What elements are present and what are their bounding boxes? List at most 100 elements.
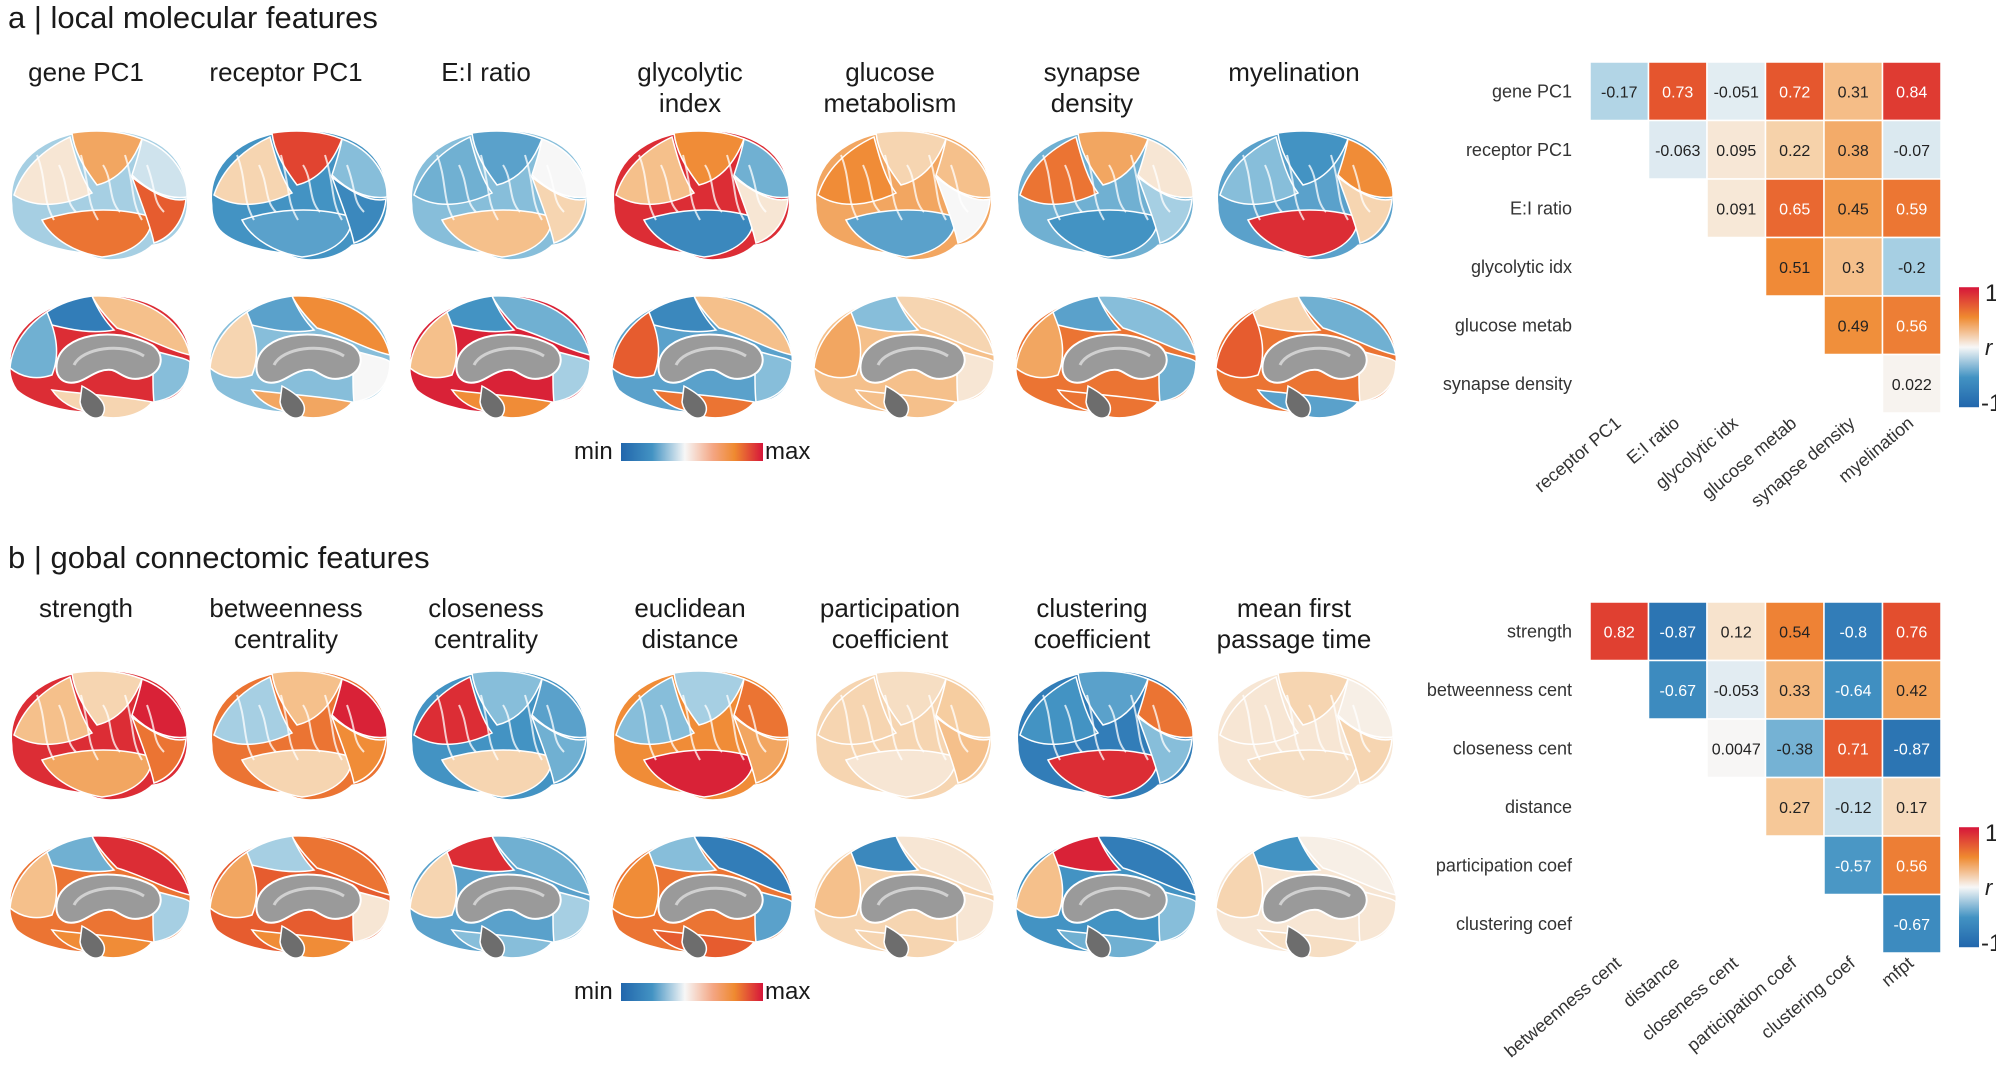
b-matrix-cell-value: 0.56	[1896, 858, 1927, 875]
b-matrix-cell	[1823, 776, 1884, 837]
b-matrix-row-label: participation coef	[1436, 855, 1573, 875]
b-matrix-cell-value: 0.76	[1896, 624, 1927, 641]
b-matrix-cell-value: -0.053	[1714, 683, 1759, 700]
feature-title-receptor-pc1: receptor PC1	[209, 57, 363, 87]
b-matrix-row-label: distance	[1505, 797, 1572, 817]
b-matrix-cell-value: -0.67	[1894, 917, 1931, 934]
a-matrix-cell	[1706, 61, 1767, 122]
b-matrix-colorbar	[1959, 827, 1979, 948]
b-matrix-colorbar-min: -1	[1981, 930, 1996, 957]
a-matrix-cell-value: -0.063	[1655, 143, 1700, 160]
b-matrix-cell	[1764, 659, 1825, 720]
b-matrix-cell-value: 0.33	[1779, 683, 1810, 700]
a-matrix-cell-value: 0.022	[1892, 377, 1932, 394]
a-matrix-cell-value: 0.84	[1896, 84, 1927, 101]
a-matrix-col-label: receptor PC1	[1531, 413, 1625, 496]
a-matrix-row-label: E:I ratio	[1510, 198, 1572, 218]
panel-b-colorbar	[621, 983, 763, 1001]
lateral-brain-map-glucose-metabolism	[815, 130, 992, 261]
b-matrix-cell	[1881, 659, 1942, 720]
a-matrix-cell-value: -0.051	[1714, 84, 1759, 101]
b-matrix-cell-value: -0.8	[1839, 624, 1867, 641]
b-matrix-cell-value: 0.12	[1721, 624, 1752, 641]
panel-a-colorbar	[621, 443, 763, 461]
a-matrix-cell	[1589, 61, 1650, 122]
a-matrix-colorbar-min: -1	[1981, 390, 1996, 417]
b-matrix-cell-value: 0.0047	[1712, 741, 1761, 758]
a-matrix-cell	[1823, 236, 1884, 297]
b-matrix-cell-value: 0.82	[1604, 624, 1635, 641]
lateral-brain-map-receptor-pc1	[211, 130, 388, 261]
b-matrix-cell-value: -0.87	[1894, 741, 1931, 758]
b-matrix-cell	[1881, 601, 1942, 662]
a-matrix-cell	[1823, 61, 1884, 122]
medial-brain-map-glucose-metabolism	[813, 295, 995, 420]
b-matrix-colorbar-max: 1	[1985, 820, 1996, 847]
b-matrix-row-label: closeness cent	[1453, 738, 1572, 758]
medial-brain-map-participation-coefficient	[813, 835, 995, 960]
a-matrix-cell-value: 0.73	[1662, 84, 1693, 101]
b-matrix-col-label: participation coef	[1683, 952, 1801, 1055]
a-matrix-cell	[1823, 295, 1884, 356]
a-matrix-cell	[1647, 61, 1708, 122]
b-matrix-cell-value: 0.54	[1779, 624, 1810, 641]
a-matrix-cell-value: 0.38	[1838, 143, 1869, 160]
b-matrix-cell-value: -0.57	[1835, 858, 1872, 875]
a-matrix-colorbar	[1959, 287, 1979, 408]
medial-brain-map-gene-pc1	[9, 295, 191, 420]
b-matrix-cell-value: -0.67	[1660, 683, 1697, 700]
medial-brain-map-betweenness-centrality	[209, 835, 391, 960]
lateral-brain-map-participation-coefficient	[815, 670, 992, 801]
a-matrix-cell	[1647, 119, 1708, 180]
b-matrix-cell	[1706, 718, 1767, 779]
a-matrix-cell	[1881, 178, 1942, 239]
b-matrix-col-label: mfpt	[1878, 953, 1918, 991]
b-matrix-cell-value: -0.38	[1777, 741, 1814, 758]
medial-brain-map-synapse-density	[1015, 295, 1197, 420]
a-matrix-row-label: gene PC1	[1492, 81, 1572, 101]
medial-brain-map-strength	[9, 835, 191, 960]
medial-brain-map-mean-first-passage-time	[1215, 835, 1397, 960]
b-matrix-colorbar-var: r	[1985, 875, 1994, 900]
a-matrix-row-label: synapse density	[1443, 374, 1572, 394]
a-matrix-cell-value: 0.56	[1896, 318, 1927, 335]
panel-b-colorbar-max-label: max	[765, 978, 811, 1005]
b-matrix-cell	[1881, 893, 1942, 954]
lateral-brain-map-strength	[11, 670, 188, 801]
a-matrix-cell-value: -0.2	[1898, 260, 1926, 277]
a-matrix-row-label: glucose metab	[1455, 315, 1572, 335]
a-matrix-cell-value: 0.72	[1779, 84, 1810, 101]
a-matrix-cell-value: -0.17	[1601, 84, 1638, 101]
b-matrix-cell-value: 0.71	[1838, 741, 1869, 758]
lateral-brain-map-clustering-coefficient	[1017, 670, 1194, 801]
a-matrix-cell-value: 0.091	[1716, 201, 1756, 218]
a-matrix-cell	[1823, 178, 1884, 239]
a-matrix-cell	[1764, 61, 1825, 122]
a-matrix-row-label: glycolytic idx	[1471, 257, 1572, 277]
panel-a-correlation-matrix: gene PC1 -0.17 0.73 -0.051 0.72 0.31 0.84 recep…	[1443, 61, 1996, 511]
b-matrix-cell-value: -0.87	[1660, 624, 1697, 641]
panel-b-colorbar-min-label: min	[574, 978, 613, 1005]
a-matrix-cell-value: 0.095	[1716, 143, 1756, 160]
b-matrix-cell-value: 0.27	[1779, 800, 1810, 817]
a-matrix-cell-value: 0.65	[1779, 201, 1810, 218]
panel-a-colorbar-min-label: min	[574, 438, 613, 465]
medial-brain-map-closeness-centrality	[409, 835, 591, 960]
a-matrix-cell	[1881, 353, 1942, 414]
a-matrix-cell	[1881, 119, 1942, 180]
b-matrix-cell	[1881, 776, 1942, 837]
b-matrix-cell	[1647, 659, 1708, 720]
panel-a-title: a | local molecular features	[8, 0, 378, 35]
b-matrix-cell-value: -0.12	[1835, 800, 1872, 817]
a-matrix-colorbar-max: 1	[1985, 280, 1996, 307]
a-matrix-cell-value: 0.31	[1838, 84, 1869, 101]
b-matrix-cell-value: -0.64	[1835, 683, 1872, 700]
